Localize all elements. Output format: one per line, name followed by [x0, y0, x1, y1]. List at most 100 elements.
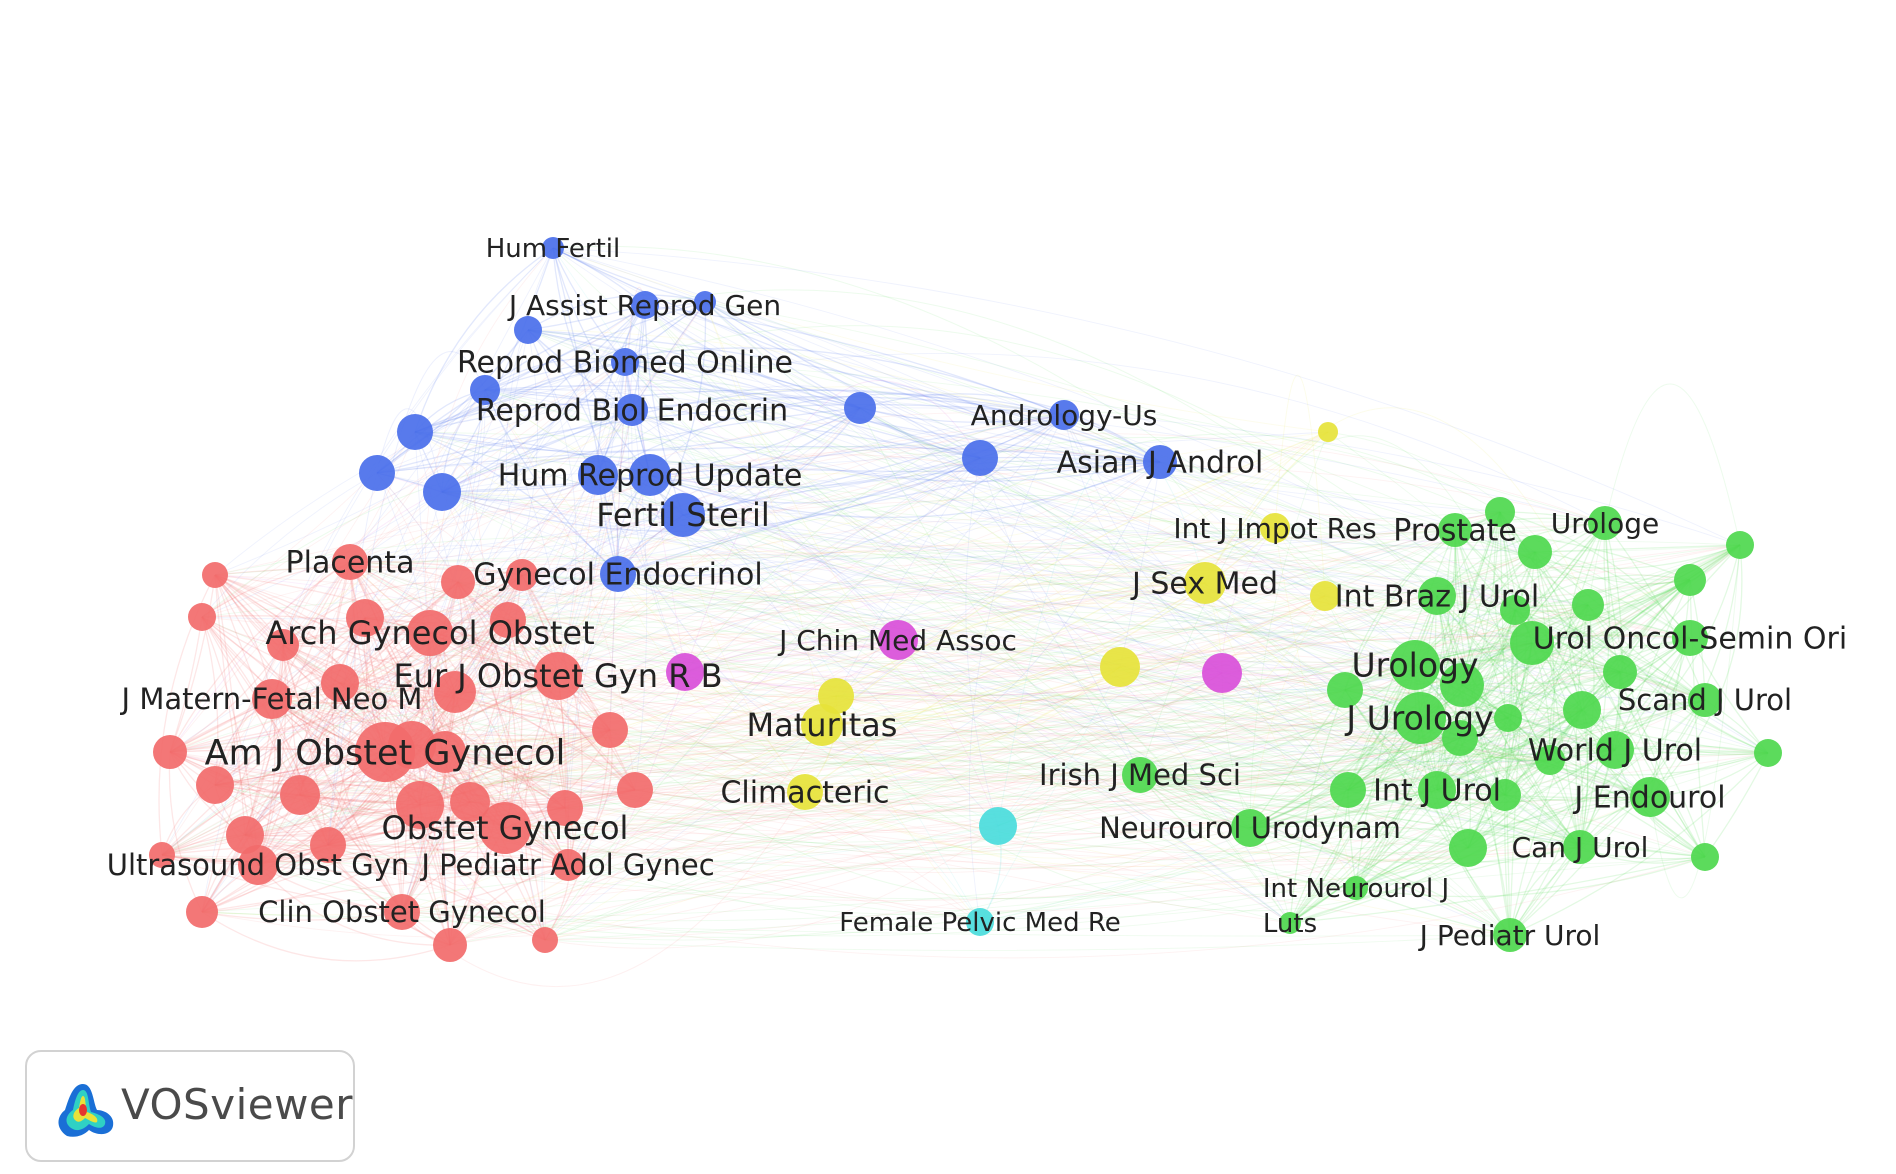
node-int-j-urol[interactable] — [1418, 771, 1456, 809]
network-node[interactable] — [1563, 691, 1601, 729]
network-node[interactable] — [226, 816, 264, 854]
network-node[interactable] — [396, 781, 444, 829]
node-placenta[interactable] — [332, 544, 368, 580]
network-node[interactable] — [188, 603, 216, 631]
node-j-pediatr-adol-gynec[interactable] — [552, 849, 584, 881]
network-node[interactable] — [434, 671, 476, 713]
node-urologe[interactable] — [1588, 506, 1622, 540]
network-node[interactable] — [532, 927, 558, 953]
network-node[interactable] — [1500, 595, 1530, 625]
node-j-matern-fetal-neo-m[interactable] — [252, 679, 292, 719]
network-node[interactable] — [310, 827, 346, 863]
node-j-endourol[interactable] — [1630, 777, 1670, 817]
node-scand-j-urol[interactable] — [1688, 683, 1722, 717]
network-node[interactable] — [267, 629, 299, 661]
network-edge — [1204, 582, 1469, 849]
network-node[interactable] — [1572, 589, 1604, 621]
network-node[interactable] — [186, 896, 218, 928]
network-node[interactable] — [1449, 829, 1487, 867]
network-node[interactable] — [1440, 663, 1484, 707]
network-node[interactable] — [202, 562, 228, 588]
node-obstet-gynecol[interactable] — [479, 802, 531, 854]
network-node[interactable] — [506, 559, 538, 591]
network-node[interactable] — [1327, 672, 1363, 708]
network-node[interactable] — [1330, 772, 1366, 808]
network-node[interactable] — [433, 928, 467, 962]
network-node[interactable] — [1494, 704, 1522, 732]
network-node[interactable] — [359, 455, 395, 491]
network-node[interactable] — [321, 664, 359, 702]
node-irish-j-med-sci[interactable] — [1122, 757, 1158, 793]
node-arch-gynecol-obstet[interactable] — [407, 610, 453, 656]
network-node[interactable] — [1310, 581, 1340, 611]
node-urology[interactable] — [1390, 640, 1440, 690]
network-node[interactable] — [578, 455, 618, 495]
network-node[interactable] — [1318, 422, 1338, 442]
node-asian-j-androl[interactable] — [1143, 445, 1177, 479]
node-gynecol-endocrinol[interactable] — [600, 556, 636, 592]
network-edge — [644, 304, 1533, 644]
network-node[interactable] — [149, 842, 175, 868]
network-node[interactable] — [280, 775, 320, 815]
node-int-braz-j-urol[interactable] — [1418, 577, 1456, 615]
node-am-j-obstet-gynecol[interactable] — [355, 722, 415, 782]
node-int-neurourol-j[interactable] — [1344, 876, 1368, 900]
network-node[interactable] — [979, 807, 1017, 845]
network-node[interactable] — [346, 599, 384, 637]
network-node[interactable] — [490, 602, 526, 638]
node-j-assist-reprod-gen[interactable] — [631, 291, 659, 319]
node-urol-oncol-semin-ori[interactable] — [1672, 620, 1708, 656]
node-reprod-biomed-online[interactable] — [611, 348, 639, 376]
network-node[interactable] — [441, 565, 475, 599]
network-node[interactable] — [617, 772, 653, 808]
network-node[interactable] — [844, 392, 876, 424]
node-j-sex-med[interactable] — [1184, 562, 1226, 604]
node-female-pelvic-med-re[interactable] — [966, 908, 994, 936]
node-int-j-impot-res[interactable] — [1260, 513, 1290, 543]
network-node[interactable] — [1674, 564, 1706, 596]
network-node[interactable] — [153, 735, 187, 769]
node-world-j-urol[interactable] — [1596, 731, 1634, 769]
network-node[interactable] — [666, 653, 704, 691]
node-fertil-steril[interactable] — [661, 493, 705, 537]
node-can-j-urol[interactable] — [1563, 830, 1597, 864]
network-node[interactable] — [592, 712, 628, 748]
node-neurourol-urodynam[interactable] — [1231, 809, 1269, 847]
node-luts[interactable] — [1279, 912, 1301, 934]
node-eur-j-obstet-gyn-r-b[interactable] — [534, 652, 582, 700]
node-climacteric[interactable] — [787, 774, 823, 810]
network-node[interactable] — [1603, 655, 1637, 689]
network-node[interactable] — [1489, 779, 1521, 811]
node-andrology-us[interactable] — [1049, 400, 1079, 430]
network-node[interactable] — [1485, 497, 1515, 527]
network-node[interactable] — [1510, 621, 1554, 665]
network-node[interactable] — [423, 473, 461, 511]
network-node[interactable] — [694, 291, 716, 313]
network-edge — [299, 794, 981, 923]
network-node[interactable] — [547, 790, 583, 826]
node-j-urology[interactable] — [1394, 692, 1446, 744]
node-j-pediatr-urol[interactable] — [1493, 918, 1527, 952]
network-node[interactable] — [1535, 745, 1565, 775]
node-maturitas[interactable] — [801, 704, 843, 746]
network-node[interactable] — [397, 414, 433, 450]
network-node[interactable] — [1202, 653, 1242, 693]
node-ultrasound-obst-gyn[interactable] — [238, 845, 278, 885]
network-node[interactable] — [196, 766, 234, 804]
network-node[interactable] — [1442, 720, 1478, 756]
network-node[interactable] — [470, 375, 500, 405]
network-node[interactable] — [450, 782, 490, 822]
node-prostate[interactable] — [1438, 513, 1472, 547]
network-node[interactable] — [962, 440, 998, 476]
network-node[interactable] — [1726, 531, 1754, 559]
network-node[interactable] — [1518, 535, 1552, 569]
network-node[interactable] — [1754, 739, 1782, 767]
network-node[interactable] — [1100, 647, 1140, 687]
node-clin-obstet-gynecol[interactable] — [384, 894, 420, 930]
network-node[interactable] — [514, 316, 542, 344]
node-reprod-biol-endocrin[interactable] — [616, 394, 648, 426]
network-node[interactable] — [1691, 843, 1719, 871]
node-hum-reprod-update[interactable] — [629, 454, 671, 496]
node-hum-fertil[interactable] — [542, 237, 564, 259]
node-j-chin-med-assoc[interactable] — [878, 620, 918, 660]
